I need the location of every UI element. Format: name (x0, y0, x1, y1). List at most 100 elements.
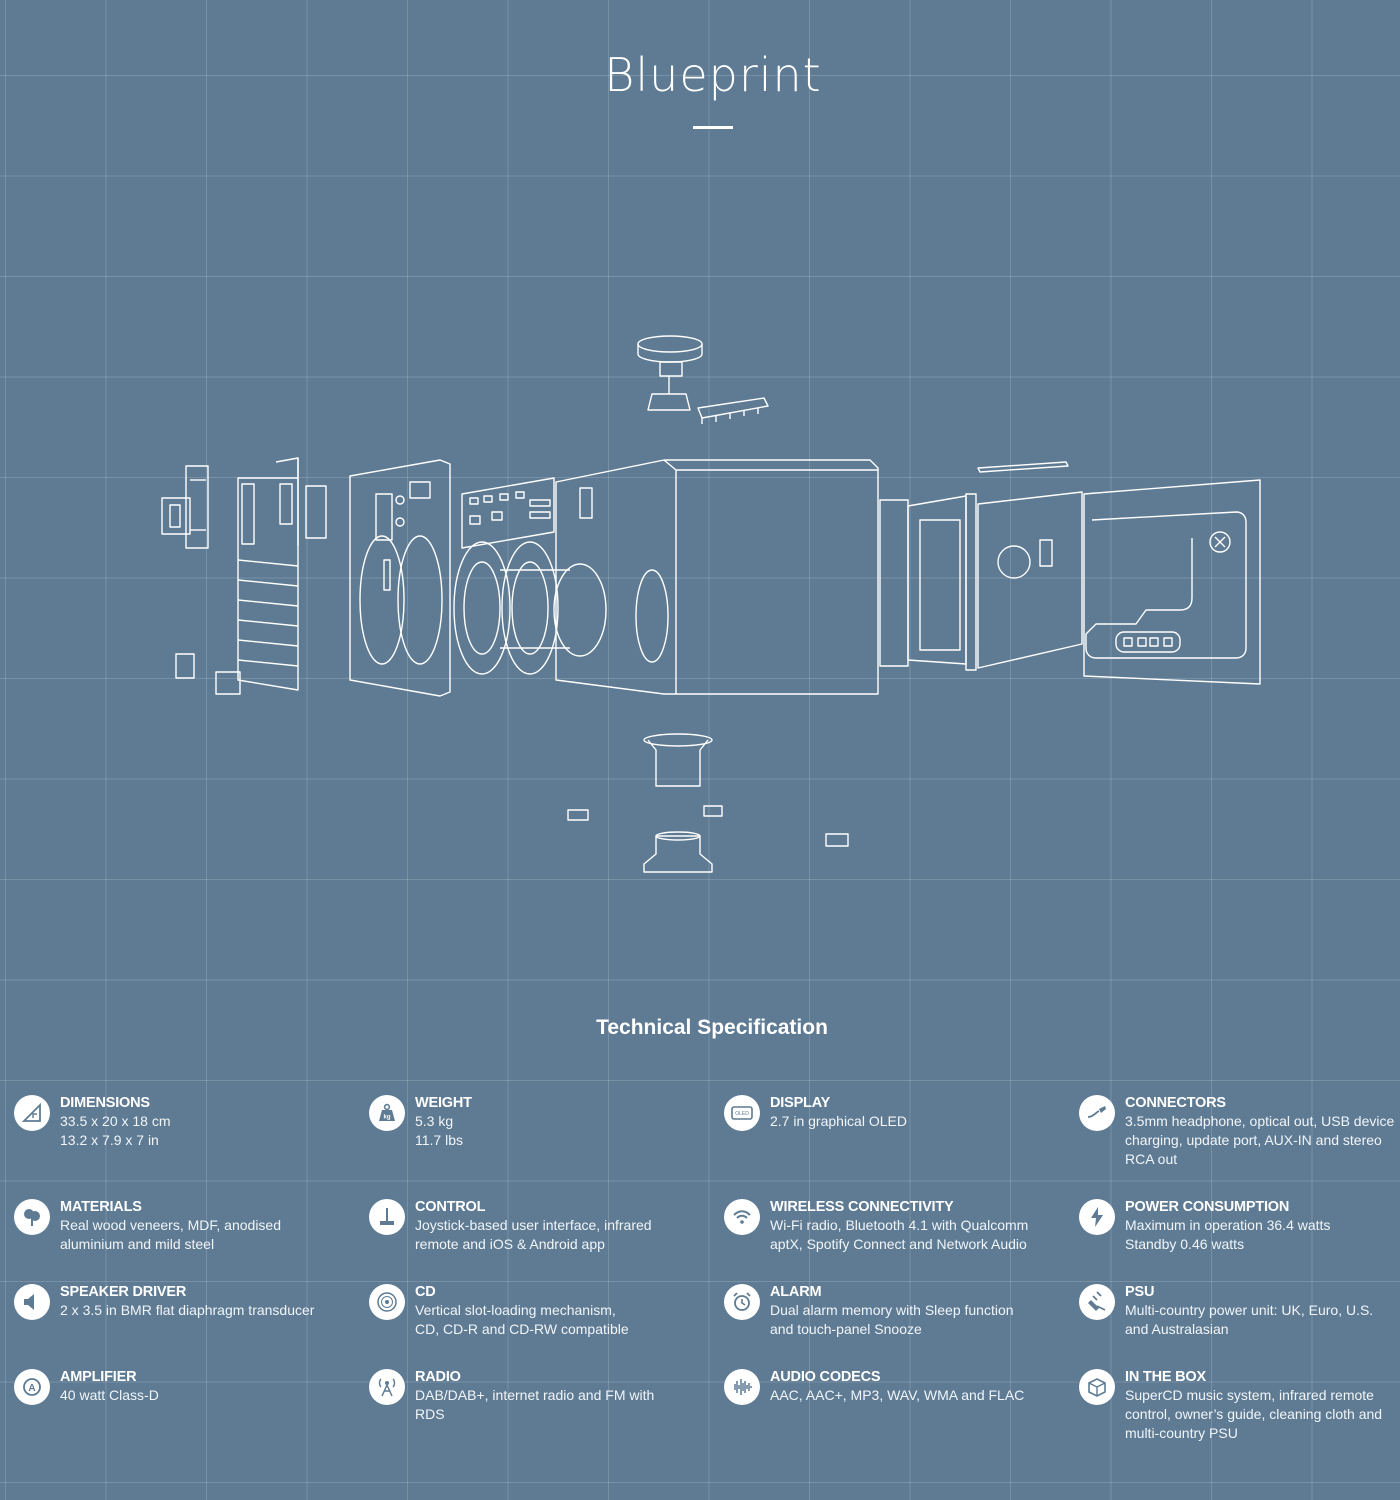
spec-value-line: control, owner’s guide, cleaning cloth a… (1125, 1406, 1383, 1422)
spec-title: DIMENSIONS (60, 1095, 150, 1111)
title-underline (693, 126, 733, 129)
feet-parts (567, 733, 849, 873)
spec-value-line: Wi-Fi radio, Bluetooth 4.1 with Qualcomm (770, 1217, 1029, 1233)
spec-value-line: Maximum in operation 36.4 watts (1125, 1217, 1331, 1233)
spec-value-line: AAC, AAC+, MP3, WAV, WMA and FLAC (770, 1387, 1025, 1403)
spec-title: RADIO (415, 1369, 461, 1385)
spec-value-line: Multi-country power unit: UK, Euro, U.S. (1125, 1302, 1374, 1318)
spec-value-line: Real wood veneers, MDF, anodised (60, 1217, 282, 1233)
spec-value-line: aluminium and mild steel (60, 1236, 215, 1252)
spec-text: CONNECTORS 3.5mm headphone, optical out, … (1125, 1094, 1400, 1169)
alarm-clock-icon (724, 1284, 760, 1320)
spec-title: SPEAKER DRIVER (60, 1284, 187, 1300)
speaker-baffle-part (349, 459, 451, 697)
small-block-part (215, 671, 241, 695)
joystick-module-part (161, 465, 209, 549)
page-title: Blueprint (604, 48, 822, 102)
svg-text:kg: kg (383, 1115, 390, 1121)
spec-text: DISPLAY 2.7 in graphical OLED (770, 1094, 1070, 1131)
svg-text:A: A (28, 1383, 35, 1394)
waveform-icon (724, 1369, 760, 1405)
spec-value-line: multi-country PSU (1125, 1425, 1238, 1441)
spec-title: POWER CONSUMPTION (1125, 1199, 1290, 1215)
spec-title: IN THE BOX (1125, 1369, 1206, 1385)
spec-value-line: 3.5mm headphone, optical out, USB device (1125, 1113, 1395, 1129)
front-panel-part (237, 457, 299, 691)
spec-title: AUDIO CODECS (770, 1369, 881, 1385)
cable-plug-icon (1079, 1095, 1115, 1131)
spec-value-line: 13.2 x 7.9 x 7 in (60, 1132, 159, 1148)
circuit-board-part (461, 477, 555, 549)
spec-value-line: RCA out (1125, 1151, 1178, 1167)
spec-heading: Technical Specification (596, 1016, 828, 1039)
spec-value-line: CD, CD-R and CD-RW compatible (415, 1321, 629, 1337)
display-window-part (305, 485, 327, 539)
spec-text: POWER CONSUMPTION Maximum in operation 36… (1125, 1198, 1400, 1254)
joystick-icon (369, 1199, 405, 1235)
spec-text: PSU Multi-country power unit: UK, Euro, U… (1125, 1283, 1400, 1339)
spec-value-line: 2.7 in graphical OLED (770, 1113, 907, 1129)
spec-text: ALARM Dual alarm memory with Sleep functi… (770, 1283, 1070, 1339)
cd-mechanism-part (879, 493, 977, 671)
spec-value-line: Standby 0.46 watts (1125, 1236, 1245, 1252)
spec-value-line: aptX, Spotify Connect and Network Audio (770, 1236, 1027, 1252)
spec-title: AMPLIFIER (60, 1369, 137, 1385)
spec-text: RADIO DAB/DAB+, internet radio and FM wit… (415, 1368, 715, 1424)
volume-knob-part (637, 335, 703, 411)
tree-icon (14, 1199, 50, 1235)
spec-value-line: DAB/DAB+, internet radio and FM with (415, 1387, 655, 1403)
spec-title: PSU (1125, 1284, 1155, 1300)
amplifier-icon: A (14, 1369, 50, 1405)
speaker-drivers-part (453, 541, 607, 675)
spec-text: MATERIALS Real wood veneers, MDF, anodise… (60, 1198, 360, 1254)
svg-text:OLED: OLED (735, 1111, 749, 1117)
spec-value-line: SuperCD music system, infrared remote (1125, 1387, 1374, 1403)
spec-value-line: and touch-panel Snooze (770, 1321, 922, 1337)
spec-value-line: 2 x 3.5 in BMR flat diaphragm transducer (60, 1302, 315, 1318)
rear-panel-part (977, 479, 1261, 685)
box-icon (1079, 1369, 1115, 1405)
spec-title: CONTROL (415, 1199, 486, 1215)
spec-title: WEIGHT (415, 1095, 472, 1111)
spec-value-line: 40 watt Class-D (60, 1387, 159, 1403)
spec-value-line: remote and iOS & Android app (415, 1236, 605, 1252)
spec-value-line: and Australasian (1125, 1321, 1229, 1337)
strip-part (977, 461, 1069, 473)
spec-value-line: 11.7 lbs (415, 1132, 463, 1148)
spec-title: ALARM (770, 1284, 822, 1300)
spec-title: WIRELESS CONNECTIVITY (770, 1199, 954, 1215)
spec-value-line: charging, update port, AUX-IN and stereo (1125, 1132, 1382, 1148)
spec-text: AMPLIFIER 40 watt Class-D (60, 1368, 360, 1405)
spec-text: WEIGHT 5.3 kg 11.7 lbs (415, 1094, 715, 1150)
main-housing-part (555, 459, 879, 695)
spec-title: CD (415, 1284, 436, 1300)
spec-title: CONNECTORS (1125, 1095, 1226, 1111)
spec-text: WIRELESS CONNECTIVITY Wi-Fi radio, Blueto… (770, 1198, 1070, 1254)
spec-value-line: 5.3 kg (415, 1113, 454, 1129)
spec-value-line: Vertical slot-loading mechanism, (415, 1302, 616, 1318)
spec-text: SPEAKER DRIVER 2 x 3.5 in BMR flat diaphr… (60, 1283, 360, 1320)
speaker-icon (14, 1284, 50, 1320)
oled-display-icon: OLED (724, 1095, 760, 1131)
wifi-icon (724, 1199, 760, 1235)
weight-icon: kg (369, 1095, 405, 1131)
spec-title: DISPLAY (770, 1095, 831, 1111)
ruler-triangle-icon (14, 1095, 50, 1131)
spec-title: MATERIALS (60, 1199, 142, 1215)
spec-text: IN THE BOX SuperCD music system, infrared… (1125, 1368, 1400, 1443)
bracket-part (697, 397, 769, 424)
spec-grid: DIMENSIONS 33.5 x 20 x 18 cm 13.2 x 7.9 x … (14, 1094, 1400, 1484)
cd-disc-icon (369, 1284, 405, 1320)
spec-value-line: RDS (415, 1406, 445, 1422)
radio-tower-icon (369, 1369, 405, 1405)
lightning-icon (1079, 1199, 1115, 1235)
spec-text: DIMENSIONS 33.5 x 20 x 18 cm 13.2 x 7.9 x … (60, 1094, 360, 1150)
spec-value-line: Dual alarm memory with Sleep function (770, 1302, 1014, 1318)
spec-text: CD Vertical slot-loading mechanism, CD, CD… (415, 1283, 715, 1339)
exploded-product-drawing (0, 320, 1400, 900)
spec-value-line: 33.5 x 20 x 18 cm (60, 1113, 171, 1129)
power-plug-icon (1079, 1284, 1115, 1320)
spec-text: AUDIO CODECS AAC, AAC+, MP3, WAV, WMA and… (770, 1368, 1070, 1405)
small-block-part (175, 653, 195, 679)
